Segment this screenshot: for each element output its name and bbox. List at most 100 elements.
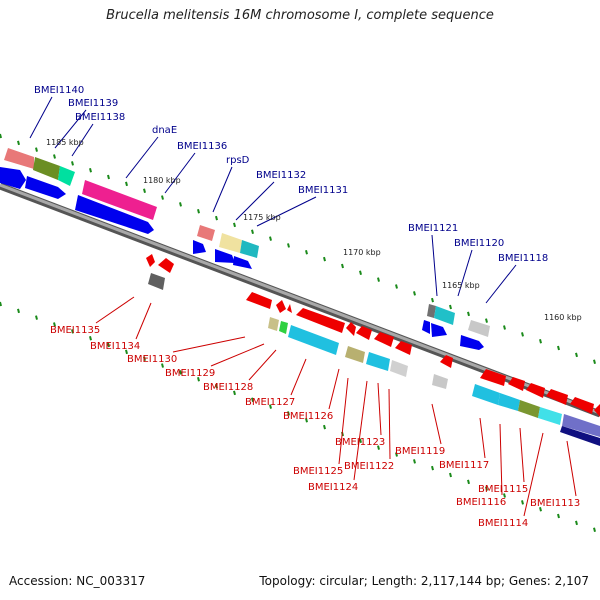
feature-cds-forward xyxy=(431,323,447,337)
tick-dot xyxy=(233,222,236,228)
tick-dot xyxy=(107,174,110,180)
tick-dot xyxy=(269,404,272,409)
tick-dot xyxy=(89,167,92,173)
leader-line xyxy=(172,336,246,353)
tick-dot xyxy=(71,329,74,334)
feature-cds-reverse xyxy=(246,292,272,309)
tick-dot xyxy=(593,527,596,532)
tick-dot xyxy=(233,390,236,396)
tick-dot xyxy=(539,506,542,512)
accession-text: Accession: NC_003317 xyxy=(9,574,146,588)
tick-dot xyxy=(503,325,506,330)
gene-label-forward: BMEI1139 xyxy=(68,98,118,109)
tick-dot xyxy=(125,349,128,355)
feature-gene-reverse xyxy=(472,384,500,405)
feature-cds-forward xyxy=(460,335,484,350)
feature-cds-forward xyxy=(75,195,154,234)
gene-label-reverse: BMEI1123 xyxy=(335,437,385,448)
leader-line xyxy=(290,358,307,396)
feature-gene-forward xyxy=(58,166,75,186)
feature-gene-reverse xyxy=(345,346,365,363)
feature-gene-forward xyxy=(82,180,157,220)
feature-gene-forward xyxy=(240,240,259,258)
tick-dot xyxy=(575,352,578,358)
feature-cds-forward xyxy=(422,320,430,334)
tick-dot xyxy=(89,335,92,341)
gene-label-reverse: BMEI1122 xyxy=(344,461,394,472)
gene-label-reverse: BMEI1128 xyxy=(203,382,253,393)
leader-line xyxy=(248,349,277,381)
feature-gene-forward xyxy=(4,148,34,169)
feature-cds-reverse xyxy=(374,332,394,347)
label-leaders xyxy=(29,96,577,517)
tick-dot xyxy=(521,500,524,505)
feature-cds-reverse xyxy=(570,397,594,414)
feature-cds-reverse xyxy=(346,322,356,336)
tick-dot xyxy=(323,256,326,262)
tick-dot xyxy=(287,411,290,416)
gene-label-reverse: BMEI1117 xyxy=(439,460,489,471)
tick-dot xyxy=(53,322,56,327)
feature-gene-reverse xyxy=(538,407,562,425)
leader-line xyxy=(377,382,382,436)
gene-label-reverse: BMEI1113 xyxy=(530,498,580,509)
leader-line xyxy=(235,181,275,221)
tick-dot xyxy=(305,250,308,255)
tick-dot xyxy=(341,263,344,269)
kbp-mark-label: 1175 kbp xyxy=(243,213,281,222)
tick-dot xyxy=(17,140,20,146)
gene-label-reverse: BMEI1129 xyxy=(165,368,215,379)
tick-dot xyxy=(593,359,596,364)
gene-label-reverse: BMEI1130 xyxy=(127,354,177,365)
tick-dot xyxy=(467,311,470,317)
feature-gene-forward xyxy=(434,306,455,325)
gene-label-reverse: BMEI1114 xyxy=(478,518,528,529)
leader-line xyxy=(431,234,438,297)
feature-cds-forward xyxy=(215,249,235,263)
tick-dot xyxy=(17,308,20,314)
tick-dot xyxy=(503,493,506,498)
kbp-mark-label: 1180 kbp xyxy=(143,176,181,185)
tick-dot xyxy=(305,418,308,423)
feature-cds-reverse xyxy=(276,300,286,313)
tick-dot xyxy=(287,243,290,248)
tick-dot xyxy=(467,479,470,485)
feature-gene-reverse xyxy=(432,374,448,389)
leader-line xyxy=(388,388,391,460)
feature-cds-forward xyxy=(233,256,252,269)
tick-dot xyxy=(0,133,2,139)
tick-dot xyxy=(521,332,524,337)
leader-line xyxy=(95,296,135,324)
leader-line xyxy=(125,136,159,179)
tick-dot xyxy=(359,270,362,276)
feature-gene-reverse xyxy=(268,317,279,331)
leader-line xyxy=(499,423,503,496)
tick-dot xyxy=(71,161,74,166)
tick-dot xyxy=(449,304,452,310)
tick-dot xyxy=(143,356,146,361)
gene-label-reverse: BMEI1115 xyxy=(478,484,528,495)
feature-gene-reverse xyxy=(366,352,390,371)
gene-label-reverse: BMEI1134 xyxy=(90,341,140,352)
feature-cds-reverse-dark xyxy=(560,426,600,446)
leader-line xyxy=(256,196,317,227)
gene-label-reverse: BMEI1116 xyxy=(456,497,506,508)
tick-dot xyxy=(485,486,488,491)
tick-dot xyxy=(431,465,434,471)
feature-cds-reverse xyxy=(158,258,174,273)
tick-dot xyxy=(413,291,416,296)
feature-gene-reverse xyxy=(518,400,540,418)
tick-dot xyxy=(395,452,398,457)
leader-line xyxy=(431,403,442,445)
feature-gene-forward xyxy=(33,157,60,180)
forward-features xyxy=(0,148,490,350)
leader-line xyxy=(71,123,94,157)
gene-label-forward: BMEI1121 xyxy=(408,223,458,234)
tick-dot xyxy=(413,459,416,464)
kbp-mark-label: 1170 kbp xyxy=(343,248,381,257)
tick-dot xyxy=(359,438,362,444)
tick-dot xyxy=(179,370,182,375)
leader-line xyxy=(457,249,473,297)
